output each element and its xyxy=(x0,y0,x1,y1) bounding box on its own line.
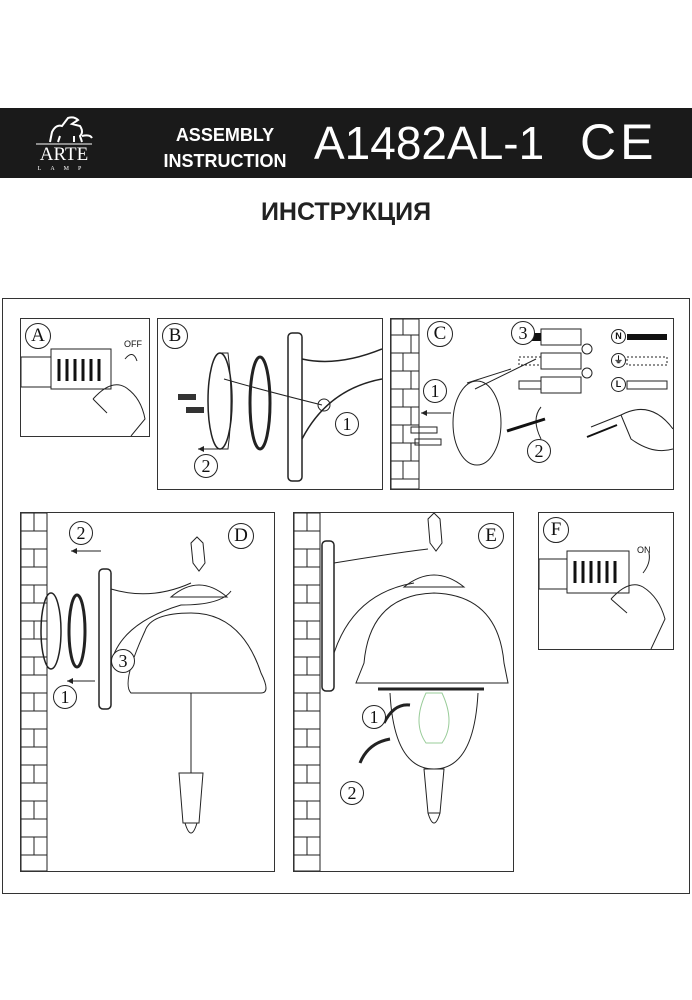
step-2: 2 xyxy=(194,454,218,478)
switch-on-text: ON xyxy=(637,545,651,555)
assembly-instruction-label: ASSEMBLY INSTRUCTION xyxy=(150,122,300,174)
step-1: 1 xyxy=(335,412,359,436)
terminal-ground-icon: ⏚ xyxy=(611,353,626,368)
assembly-line-1: ASSEMBLY xyxy=(175,125,275,145)
panel-label-c: C xyxy=(427,321,453,347)
terminal-neutral: N xyxy=(611,329,626,344)
logo-subtitle: LAMP xyxy=(37,166,91,172)
assembly-line-2: INSTRUCTION xyxy=(163,151,287,171)
terminal-live: L xyxy=(611,377,626,392)
switch-on-illustration xyxy=(539,550,666,649)
step-2: 2 xyxy=(340,781,364,805)
mounting-disassembly-illustration xyxy=(178,332,382,482)
panel-label-b: B xyxy=(162,323,188,349)
switch-off-illustration xyxy=(21,348,146,436)
step-3: 3 xyxy=(511,321,535,345)
page-title: ИНСТРУКЦИЯ xyxy=(260,198,432,226)
panel-f: F ON xyxy=(538,512,674,650)
ce-mark: CE xyxy=(580,114,658,170)
panel-label-f: F xyxy=(543,517,569,543)
header-bar: ARTE LAMP ASSEMBLY INSTRUCTION A1482AL-1… xyxy=(0,108,692,178)
step-1: 1 xyxy=(53,685,77,709)
panel-b: B 1 2 xyxy=(157,318,383,490)
model-number: A1482AL-1 xyxy=(314,117,545,169)
step-3: 3 xyxy=(111,649,135,673)
panel-d: D 1 2 3 xyxy=(20,512,275,872)
bulb-install-illustration xyxy=(294,513,509,871)
step-1: 1 xyxy=(362,705,386,729)
panel-c: C 1 2 3 N ⏚ L xyxy=(390,318,674,490)
panel-label-d: D xyxy=(228,523,254,549)
instructions-frame xyxy=(2,298,690,894)
winged-lion-icon xyxy=(36,116,93,145)
step-2: 2 xyxy=(69,521,93,545)
brand-logo: ARTE LAMP xyxy=(28,114,100,176)
fixture-mounting-illustration xyxy=(21,513,267,871)
switch-off-text: OFF xyxy=(124,339,142,349)
step-2: 2 xyxy=(527,439,551,463)
logo-name: ARTE xyxy=(39,144,89,165)
panel-label-a: A xyxy=(25,323,51,349)
panel-label-e: E xyxy=(478,523,504,549)
step-1: 1 xyxy=(423,379,447,403)
panel-a: A OFF xyxy=(20,318,150,437)
panel-e: E 1 2 xyxy=(293,512,514,872)
